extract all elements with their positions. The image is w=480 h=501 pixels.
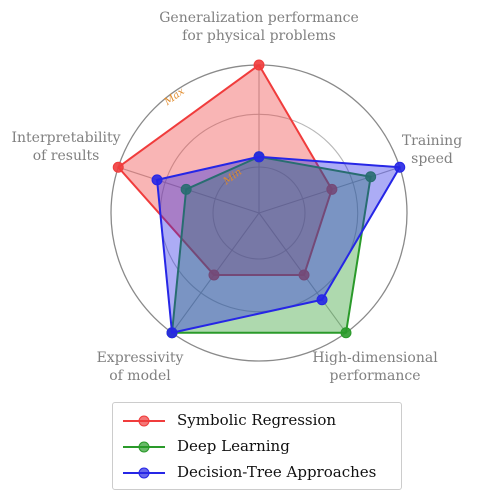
series-area <box>171 155 372 334</box>
data-point <box>151 174 163 186</box>
legend-label-symbolic-regression: Symbolic Regression <box>177 411 337 429</box>
legend-swatch-decision-tree <box>123 467 165 479</box>
data-point <box>112 161 124 173</box>
legend-item-decision-tree: Decision-Tree Approaches <box>113 461 401 485</box>
legend-label-decision-tree: Decision-Tree Approaches <box>177 463 377 481</box>
data-point <box>365 171 377 183</box>
data-point <box>253 151 265 163</box>
data-point <box>166 327 178 339</box>
series-area <box>156 155 401 334</box>
series-2 <box>151 151 406 339</box>
data-point <box>253 59 265 71</box>
series-layer <box>112 59 406 339</box>
series-0 <box>112 59 338 281</box>
data-point <box>298 269 310 281</box>
legend-swatch-symbolic-regression <box>123 415 165 427</box>
data-point <box>180 183 192 195</box>
data-point <box>394 161 406 173</box>
data-point <box>340 327 352 339</box>
scale-label-max: Max <box>162 86 187 109</box>
legend-item-symbolic-regression: Symbolic Regression <box>113 409 401 433</box>
data-point <box>316 294 328 306</box>
data-point <box>208 269 220 281</box>
legend-item-deep-learning: Deep Learning <box>113 435 401 459</box>
legend-label-deep-learning: Deep Learning <box>177 437 290 455</box>
data-point <box>326 183 338 195</box>
legend: Symbolic Regression Deep Learning Decisi… <box>112 402 402 490</box>
legend-swatch-deep-learning <box>123 441 165 453</box>
